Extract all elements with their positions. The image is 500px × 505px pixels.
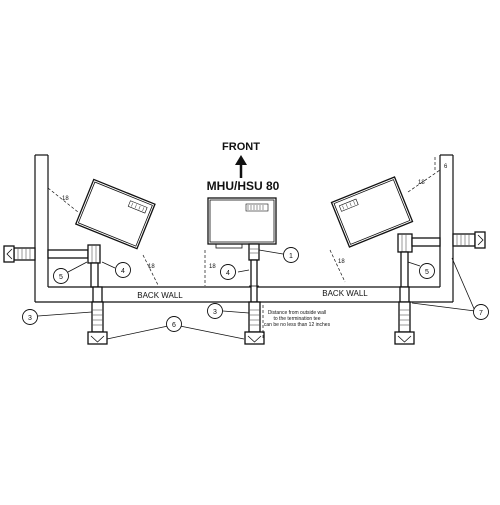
dim-18-right: 18 [418, 180, 425, 186]
svg-text:5: 5 [59, 274, 63, 281]
note-line-2: to the termination tee [274, 316, 321, 322]
callout-5-right: 5 [419, 263, 435, 279]
front-arrow-head [235, 155, 247, 165]
note-line-1: Distance from outside wall [268, 310, 326, 316]
clearance-note: Distance from outside wall to the termin… [264, 310, 331, 328]
callout-6: 6 [166, 316, 182, 332]
right-unit [330, 176, 414, 248]
dim-18-left: 18 [62, 196, 69, 202]
callout-3-mid: 3 [207, 303, 223, 319]
dim-18-center: 18 [209, 264, 216, 270]
front-indicator: FRONT [222, 141, 260, 178]
svg-text:3: 3 [213, 309, 217, 316]
callout-7: 7 [473, 304, 489, 320]
svg-text:4: 4 [226, 270, 230, 277]
callout-4-left: 4 [115, 262, 131, 278]
left-unit-venting [3, 244, 101, 288]
callout-4-mid: 4 [220, 264, 236, 280]
wall-vent-right [394, 286, 415, 345]
dim-18-right-lower: 18 [338, 259, 345, 265]
svg-text:1: 1 [289, 253, 293, 260]
dim-6: 6 [444, 164, 448, 170]
center-unit [207, 197, 277, 303]
wall-vent-center [244, 301, 265, 345]
back-wall-label-right: BACK WALL [322, 289, 368, 298]
right-unit-venting [397, 231, 486, 288]
dimension-labels: 18 18 18 18 18 6 [62, 164, 448, 270]
svg-text:6: 6 [172, 322, 176, 329]
dimension-lines [47, 155, 441, 340]
dim-18-left-lower: 18 [148, 264, 155, 270]
leader-lines [37, 249, 476, 340]
callout-5-left: 5 [53, 268, 69, 284]
svg-text:7: 7 [479, 310, 483, 317]
back-wall [34, 154, 454, 303]
svg-text:5: 5 [425, 269, 429, 276]
svg-text:4: 4 [121, 268, 125, 275]
left-unit [74, 178, 156, 250]
note-line-3: can be no less than 12 inches [264, 322, 331, 328]
callout-3-left: 3 [22, 309, 38, 325]
front-label: FRONT [222, 141, 260, 153]
callout-1: 1 [283, 247, 299, 263]
back-wall-label-left: BACK WALL [137, 291, 183, 300]
model-label: MHU/HSU 80 [207, 179, 280, 193]
wall-vent-left [87, 286, 108, 345]
svg-text:3: 3 [28, 315, 32, 322]
